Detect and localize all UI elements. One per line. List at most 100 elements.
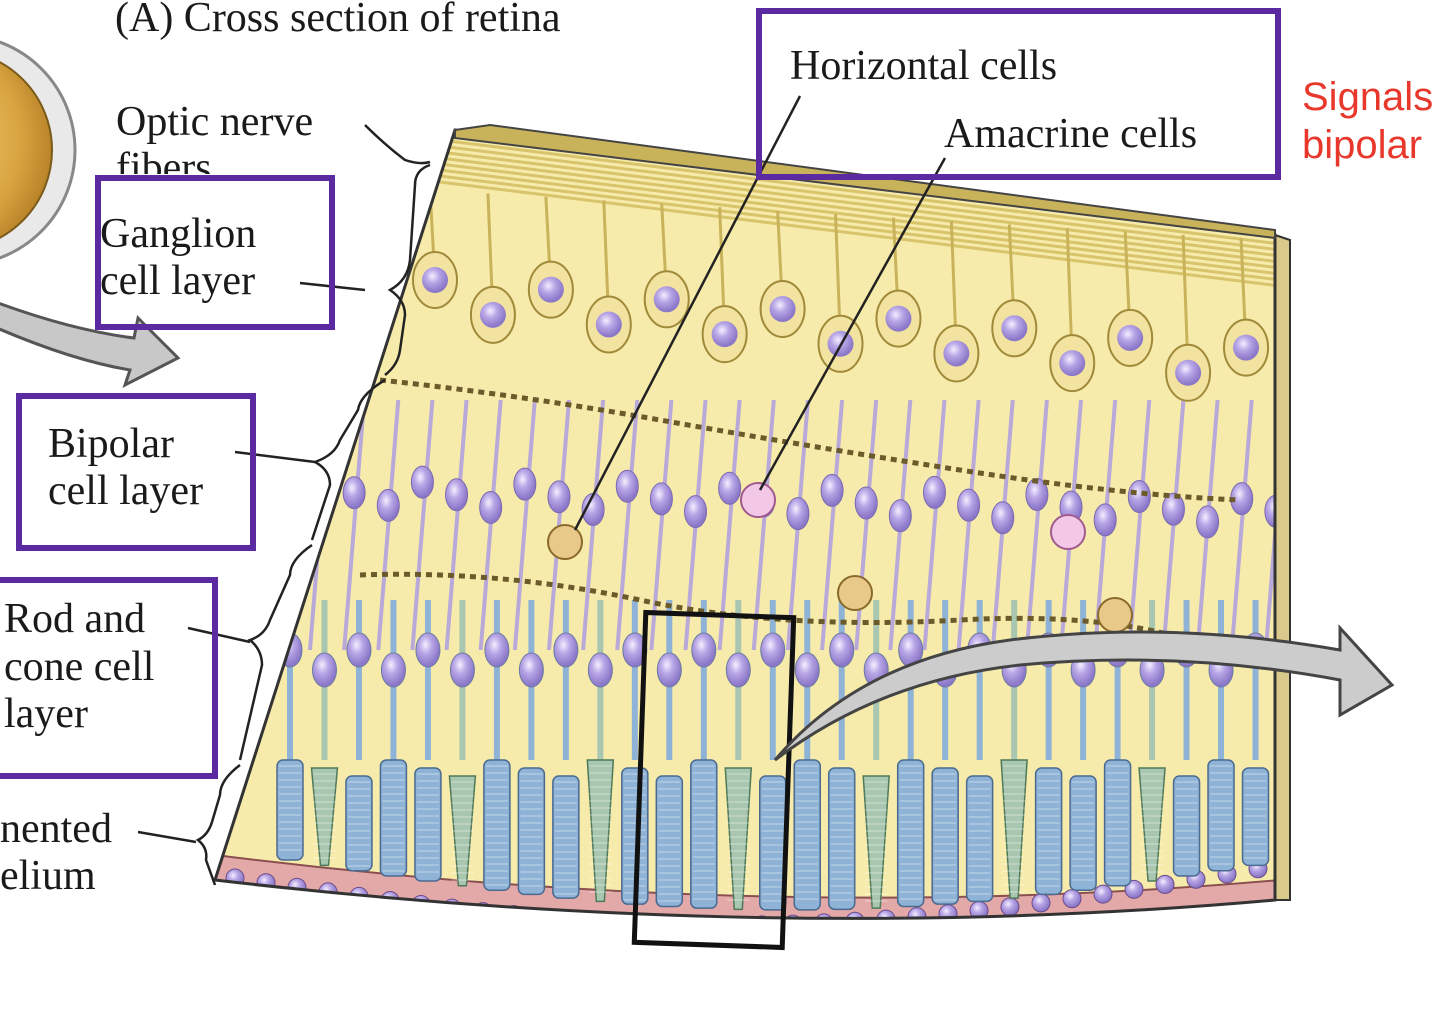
- ganglion-nucleus: [422, 267, 448, 293]
- cone-outer-segment: [862, 775, 891, 909]
- epithelium-nucleus: [659, 914, 679, 919]
- bipolar-cell: [649, 482, 673, 516]
- bipolar-process: [342, 399, 367, 651]
- bipolar-process: [717, 399, 742, 651]
- epithelium-nucleus: [783, 914, 803, 919]
- photoreceptor-nucleus: [518, 652, 544, 688]
- ganglion-nucleus: [885, 305, 912, 332]
- photoreceptor-nucleus: [380, 652, 406, 688]
- bipolar-process: [615, 399, 640, 651]
- bipolar-process: [444, 399, 469, 651]
- rod-outer-segment: [1034, 767, 1063, 896]
- bipolar-cell: [957, 488, 981, 522]
- nerve-fiber: [439, 144, 1275, 252]
- rod-outer-segment: [896, 759, 925, 908]
- ganglion-nucleus: [1117, 324, 1144, 351]
- bipolar-label-line2: cell layer: [48, 468, 204, 514]
- bipolar-process: [478, 399, 503, 651]
- rod-outer-segment: [1172, 775, 1201, 877]
- bipolar-process: [922, 399, 947, 651]
- rod-outer-segment: [965, 775, 994, 903]
- photoreceptor-nucleus: [691, 632, 717, 668]
- horizontal-amacrine-label-box: [756, 8, 1281, 180]
- epithelium-nucleus: [628, 913, 648, 919]
- photoreceptor-nucleus: [484, 632, 510, 668]
- epithelium-nucleus: [597, 912, 617, 919]
- ganglion-nucleus: [595, 311, 622, 338]
- epithelium-nucleus: [876, 909, 896, 919]
- photoreceptor-nucleus: [587, 652, 613, 688]
- rodcone-label-line3: layer: [4, 691, 88, 737]
- ganglion-nucleus: [537, 276, 564, 303]
- bipolar-process: [751, 399, 776, 651]
- bipolar-cell: [1161, 492, 1185, 526]
- bipolar-cell: [786, 497, 810, 531]
- nerve-fiber: [439, 168, 1275, 276]
- nerve-fiber: [439, 138, 1275, 246]
- bipolar-cell: [445, 478, 469, 512]
- ganglion-nucleus: [943, 340, 970, 367]
- rod-outer-segment: [483, 759, 511, 892]
- epithelium-nucleus: [845, 911, 865, 919]
- signals-note-line1: Signals: [1302, 75, 1434, 119]
- ganglion-nucleus: [769, 295, 796, 322]
- ganglion-label-box: [95, 175, 335, 330]
- pigmented-label-line1: nented: [0, 806, 112, 852]
- amacrine-cell: [1050, 514, 1086, 550]
- amacrine-cells-label: Amacrine cells: [944, 111, 1198, 157]
- photoreceptor-nucleus: [656, 652, 682, 688]
- photoreceptor-nucleus: [794, 652, 820, 688]
- photoreceptor-nucleus: [829, 632, 855, 668]
- epithelium-nucleus: [256, 873, 276, 893]
- optic-nerve-label: Optic nerve: [116, 99, 314, 145]
- ganglion-label-line2: cell layer: [100, 258, 256, 304]
- rod-outer-segment: [276, 759, 304, 861]
- amacrine-cell: [740, 482, 776, 518]
- epithelium-nucleus: [1031, 893, 1051, 913]
- nerve-fiber: [439, 174, 1275, 282]
- rod-outer-segment: [1207, 759, 1235, 872]
- retina-block: [213, 123, 1321, 920]
- photoreceptor-nucleus: [346, 632, 372, 668]
- outer-plexiform-layer: [359, 571, 1242, 663]
- bipolar-cell: [342, 476, 366, 510]
- bipolar-process: [820, 399, 845, 651]
- bipolar-process: [649, 399, 674, 651]
- ganglion-nucleus: [1059, 350, 1086, 377]
- photoreceptor-nucleus: [760, 632, 786, 668]
- rod-outer-segment: [379, 759, 408, 877]
- bipolar-process: [376, 399, 401, 651]
- cone-outer-segment: [448, 775, 477, 887]
- left-arrow: [0, 302, 181, 388]
- ganglion-nucleus: [1001, 315, 1028, 342]
- nerve-fiber: [439, 180, 1275, 288]
- right-arrow: [773, 624, 1395, 762]
- bipolar-process: [1263, 399, 1275, 651]
- epithelium-nucleus: [380, 891, 400, 911]
- rodcone-label-line2: cone cell: [4, 644, 155, 690]
- bipolar-process: [1229, 399, 1254, 651]
- epithelium-nucleus: [814, 913, 834, 919]
- epithelium-nucleus: [721, 915, 741, 919]
- rod-outer-segment: [1069, 775, 1097, 892]
- bipolar-cell: [1299, 508, 1321, 540]
- rod-outer-segment: [345, 775, 373, 872]
- bipolar-cell: [615, 469, 639, 503]
- rod-outer-segment: [690, 759, 718, 909]
- bipolar-cell: [888, 499, 912, 533]
- rod-outer-segment: [414, 767, 442, 882]
- photoreceptor-nucleus: [311, 652, 337, 688]
- rodcone-label-box: [0, 577, 218, 779]
- nerve-fiber: [439, 162, 1275, 270]
- ganglion-nucleus: [1233, 334, 1260, 361]
- cone-outer-segment: [1138, 767, 1166, 882]
- epithelium-nucleus: [535, 907, 555, 919]
- photoreceptor-nucleus: [415, 632, 441, 668]
- bipolar-cell: [1127, 480, 1151, 514]
- bipolar-cell: [547, 480, 571, 514]
- bipolar-cell: [376, 488, 400, 522]
- horizontal-cell: [1097, 597, 1133, 633]
- bipolar-process: [1127, 399, 1152, 651]
- epithelium-nucleus: [1124, 879, 1144, 899]
- epithelium-nucleus: [690, 915, 710, 919]
